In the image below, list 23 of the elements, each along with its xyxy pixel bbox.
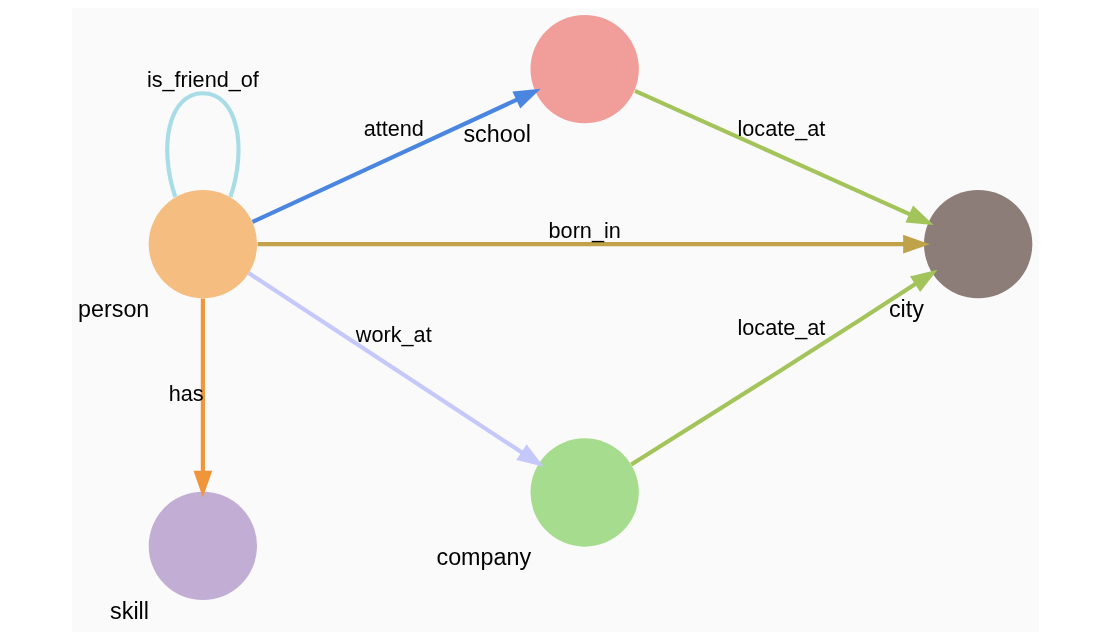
node-circle [923,189,1032,299]
node-label: person [77,296,149,322]
edge-label: locate_at [736,116,825,142]
arrow [251,88,541,224]
node-label: skill [109,597,149,624]
arrow [247,271,544,467]
connector [164,91,241,198]
arrow [193,298,212,498]
arrow [257,234,930,254]
node-circle [530,438,639,547]
node-circle [148,491,257,601]
node-label: company [435,544,531,571]
edge-label: born_in [548,218,621,244]
edge-label: work_at [355,321,432,347]
edge-label: is_friend_of [146,67,259,93]
node-label: city [888,296,924,322]
edge-label: attend [363,116,424,142]
edge-label: locate_at [736,314,825,340]
arrow [633,89,934,225]
node-label: school [462,120,531,147]
node-circle [148,189,257,299]
node-circle [530,14,639,124]
arrow [629,269,937,467]
